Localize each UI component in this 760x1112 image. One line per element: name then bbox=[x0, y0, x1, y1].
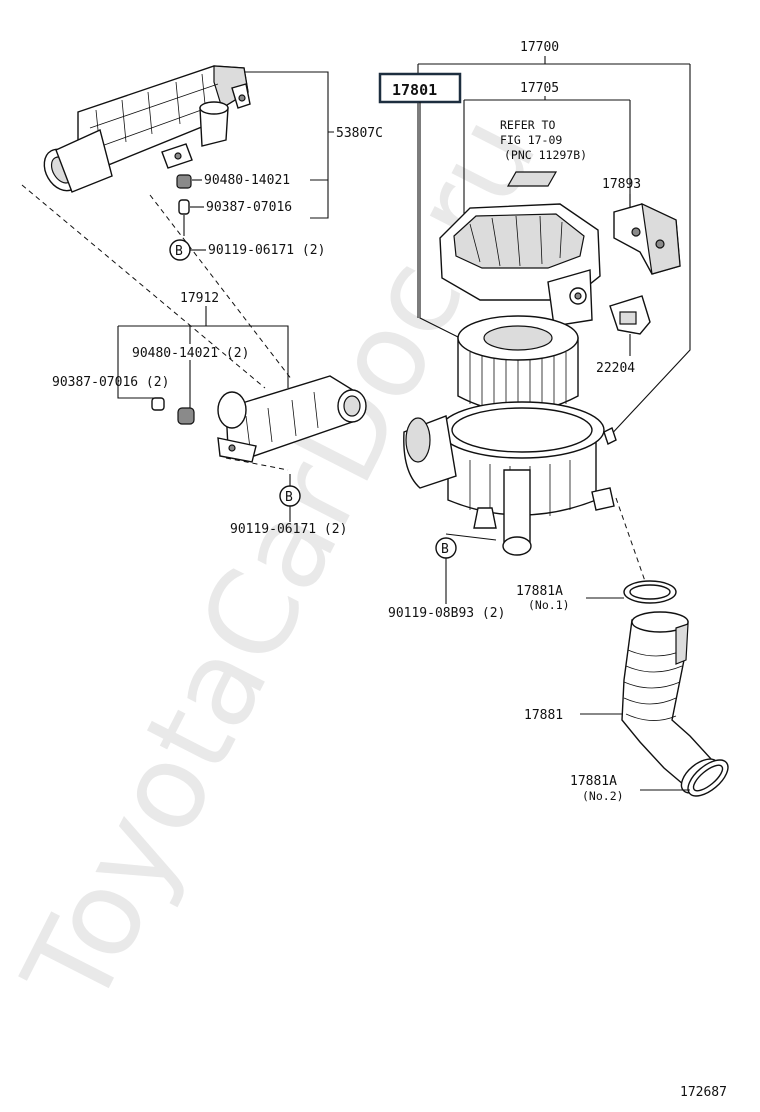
label-17700: 17700 bbox=[520, 40, 559, 55]
air-inlet-duct-illustration bbox=[43, 65, 251, 193]
label-90480-mid: 90480-14021 (2) bbox=[132, 346, 249, 361]
clip-and-grommet-illustration bbox=[151, 397, 195, 425]
label-90119-mid: 90119-06171 (2) bbox=[230, 522, 347, 537]
highlighted-part-number-box[interactable]: 17801 bbox=[378, 72, 462, 104]
hose-clamp-no2-illustration bbox=[687, 759, 729, 797]
refer-line-2: FIG 17-09 bbox=[500, 133, 562, 147]
bracket-17893-illustration bbox=[613, 202, 681, 275]
refer-label-plate bbox=[506, 171, 558, 187]
label-17893: 17893 bbox=[602, 177, 641, 192]
bolt-symbol-b-right: B bbox=[435, 537, 457, 559]
label-90480-top: 90480-14021 bbox=[204, 173, 290, 188]
refer-line-3: (PNC 11297B) bbox=[504, 148, 587, 162]
intake-duct-illustration bbox=[217, 375, 367, 463]
label-90387-top: 90387-07016 bbox=[206, 200, 292, 215]
sensor-22204-illustration bbox=[609, 295, 651, 335]
air-cleaner-cap-illustration bbox=[439, 203, 601, 327]
label-17881: 17881 bbox=[524, 708, 563, 723]
svg-text:B: B bbox=[441, 542, 449, 557]
label-53807c: 53807C bbox=[336, 126, 383, 141]
label-90119-08b93: 90119-08B93 (2) bbox=[388, 606, 505, 621]
label-22204: 22204 bbox=[596, 361, 635, 376]
refer-line-1: REFER TO bbox=[500, 118, 555, 132]
label-90387-mid: 90387-07016 (2) bbox=[52, 375, 169, 390]
bolt-symbol-b-mid: B bbox=[279, 485, 301, 507]
bolt-symbol-b-top: B bbox=[169, 239, 191, 261]
hose-clamp-no1-illustration bbox=[623, 580, 677, 604]
air-cleaner-case-illustration bbox=[403, 401, 617, 556]
label-17912: 17912 bbox=[180, 291, 219, 306]
svg-text:B: B bbox=[175, 244, 183, 259]
label-17801[interactable]: 17801 bbox=[392, 81, 437, 99]
label-90119-top: 90119-06171 (2) bbox=[208, 243, 325, 258]
label-17881a-no1-sub: (No.1) bbox=[528, 598, 570, 612]
figure-number: 172687 bbox=[680, 1085, 727, 1100]
label-17881a-no1: 17881A bbox=[516, 584, 563, 599]
label-17705: 17705 bbox=[520, 81, 559, 96]
label-17881a-no2: 17881A bbox=[570, 774, 617, 789]
label-17881a-no2-sub: (No.2) bbox=[582, 789, 624, 803]
air-filter-element-illustration bbox=[457, 315, 579, 416]
svg-text:B: B bbox=[285, 490, 293, 505]
grommet-illustration bbox=[176, 174, 192, 215]
